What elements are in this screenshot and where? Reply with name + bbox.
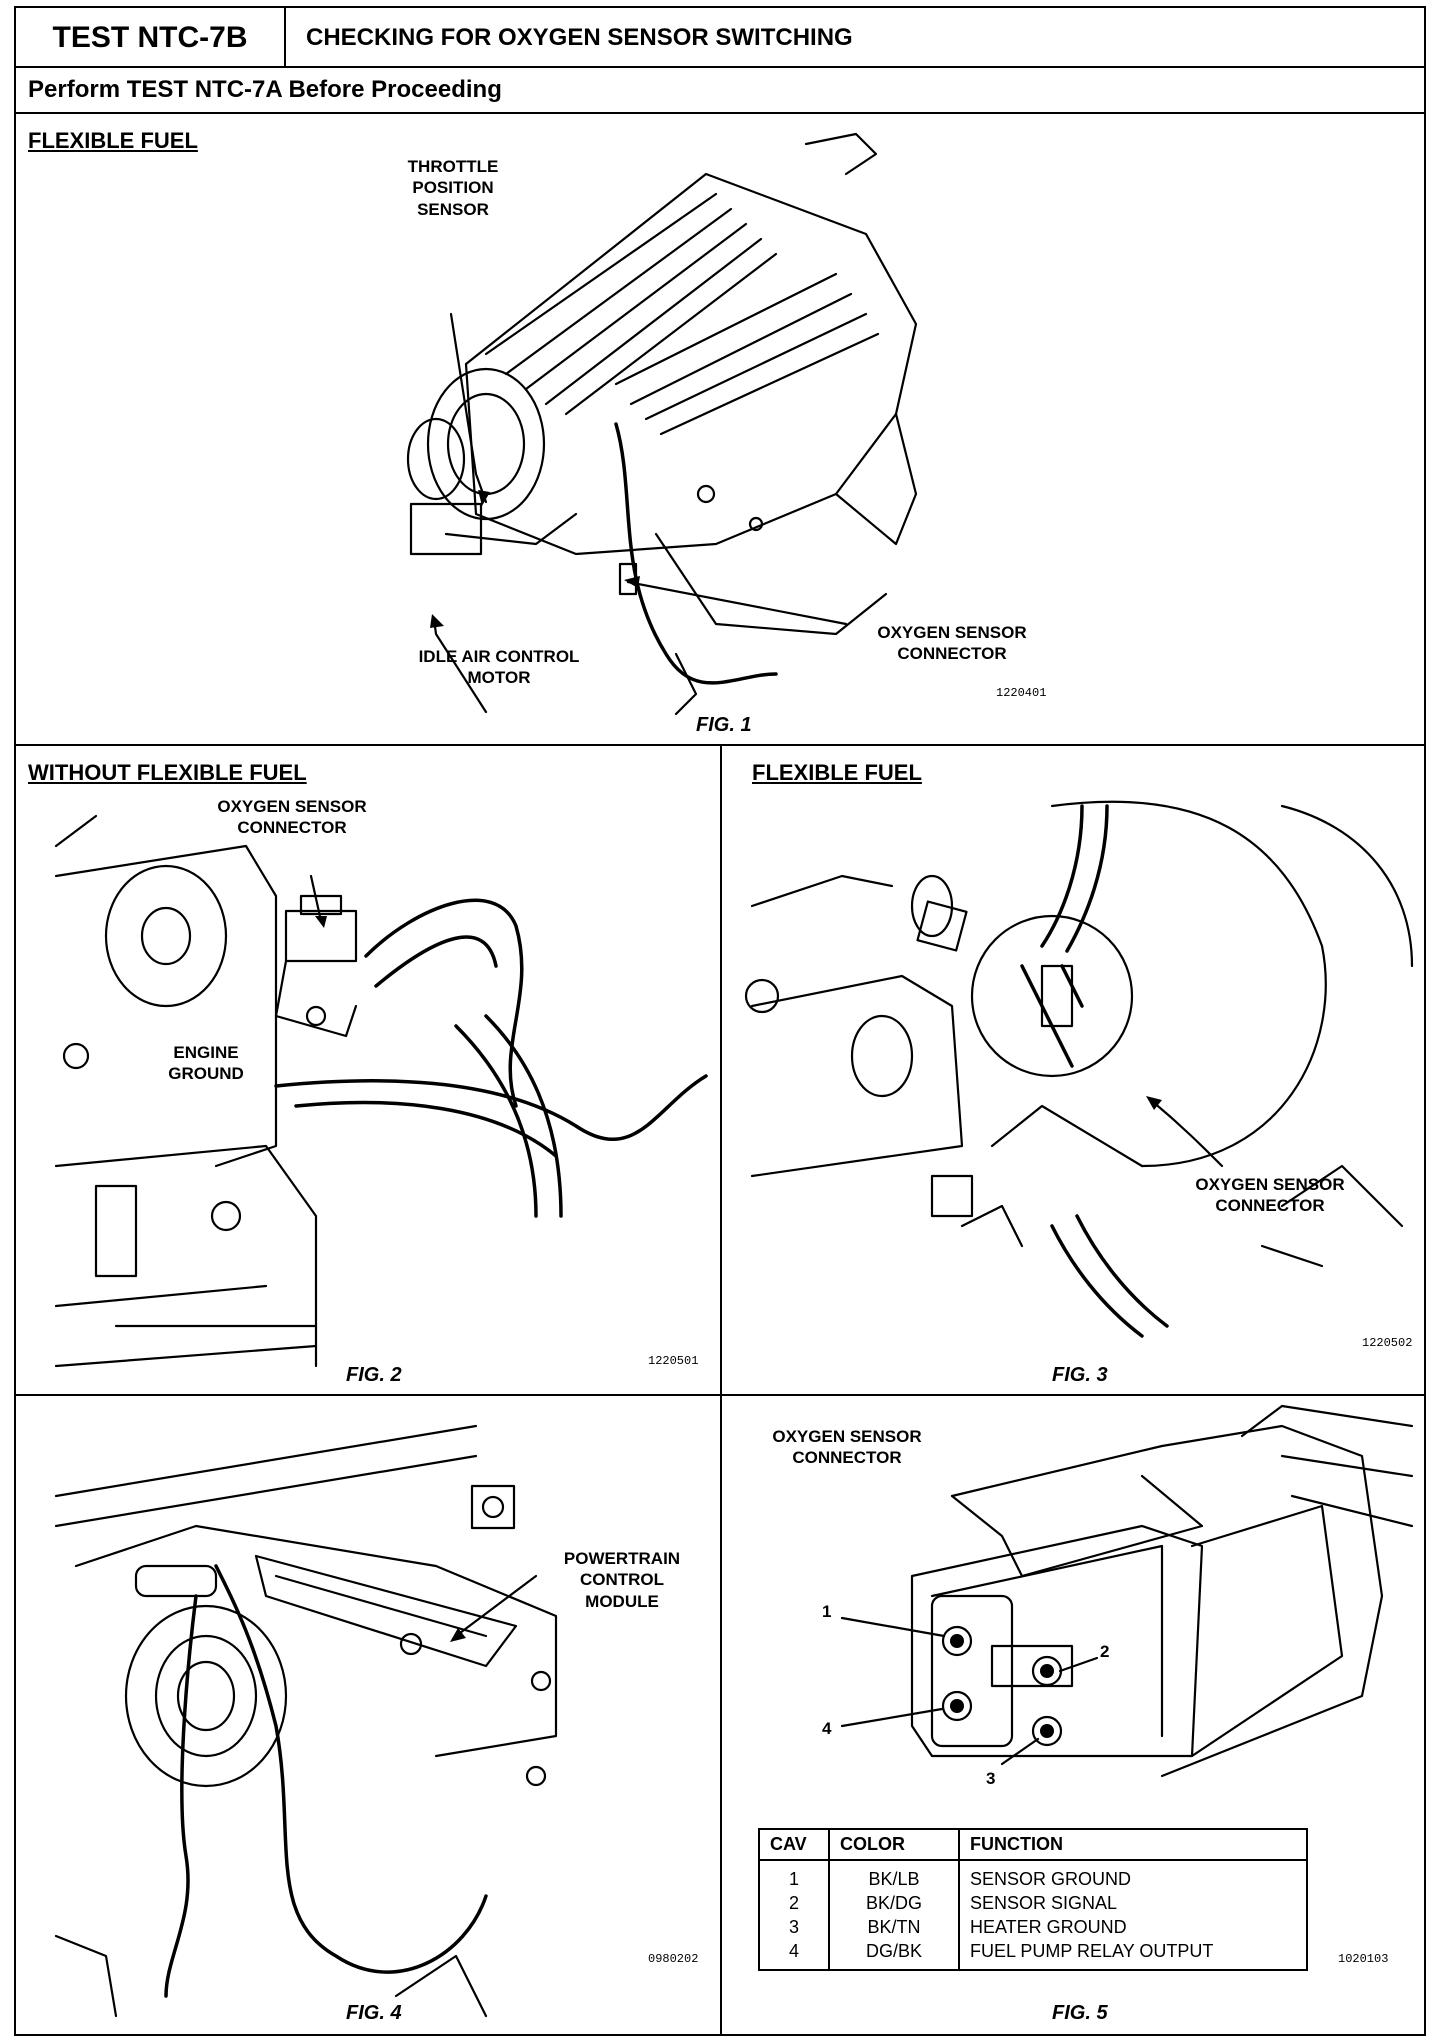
cavity-table-header: CAV COLOR FUNCTION [758,1828,1308,1861]
engine-ground-illustration [54,814,708,1368]
pcm-illustration [54,1424,558,2018]
function-cell: HEATER GROUND [958,1915,1308,1939]
cav-cell: 3 [758,1915,830,1939]
fig5-panel: OXYGEN SENSOR CONNECTOR 1 2 3 [722,1396,1424,2036]
fig2-panel: WITHOUT FLEXIBLE FUEL OXYGEN SENSOR C [16,746,722,1396]
function-cell: SENSOR GROUND [958,1860,1308,1891]
fig4-panel: POWERTRAIN CONTROL MODULE 0980202 FIG. 4 [16,1396,722,2036]
fig2-code: 1220501 [648,1354,699,1368]
cav-cell: 2 [758,1891,830,1915]
pin-3-label: 3 [986,1769,996,1788]
pcm-label: POWERTRAIN CONTROL MODULE [563,1549,681,1611]
table-row: 1 BK/LB SENSOR GROUND [758,1860,1308,1891]
fig5-code: 1020103 [1338,1952,1389,1966]
o2-connector-label-fig2: OXYGEN SENSOR CONNECTOR [217,797,367,838]
iac-label: IDLE AIR CONTROL MOTOR [418,647,580,688]
flex-fuel-connector-illustration [744,800,1414,1338]
pin-4-label: 4 [822,1719,832,1738]
cavity-table: CAV COLOR FUNCTION 1 BK/LB SENSOR GROUND… [758,1828,1308,1971]
cav-cell: 1 [758,1860,830,1891]
col-cav: CAV [758,1828,830,1861]
fig3-caption: FIG. 3 [1052,1364,1108,1386]
function-cell: SENSOR SIGNAL [958,1891,1308,1915]
engine-intake-illustration [406,132,918,716]
pin-1-label: 1 [822,1602,832,1621]
color-cell: BK/TN [828,1915,960,1939]
engine-ground-label: ENGINE GROUND [168,1043,244,1084]
fig3-code: 1220502 [1362,1336,1413,1350]
color-cell: BK/LB [828,1860,960,1891]
fig1-panel: FLEXIBLE FUEL [16,114,1424,746]
table-row: 4 DG/BK FUEL PUMP RELAY OUTPUT [758,1939,1308,1971]
test-id: TEST NTC-7B [16,8,286,68]
fig1-caption: FIG. 1 [696,714,752,736]
connector-illustration [840,1404,1414,1778]
function-cell: FUEL PUMP RELAY OUTPUT [958,1939,1308,1971]
fig2-caption: FIG. 2 [346,1364,402,1386]
test-title: CHECKING FOR OXYGEN SENSOR SWITCHING [306,24,853,51]
fig1-section-title: FLEXIBLE FUEL [28,128,198,153]
fig4-caption: FIG. 4 [346,2002,402,2024]
fig1-code: 1220401 [996,686,1047,700]
fig5-title: OXYGEN SENSOR CONNECTOR [772,1427,922,1468]
tps-label: THROTTLE POSITION SENSOR [407,157,499,219]
test-procedure-page: TEST NTC-7B CHECKING FOR OXYGEN SENSOR S… [14,6,1426,2036]
table-row: 3 BK/TN HEATER GROUND [758,1915,1308,1939]
table-row: 2 BK/DG SENSOR SIGNAL [758,1891,1308,1915]
o2-connector-label-fig3: OXYGEN SENSOR CONNECTOR [1195,1175,1345,1216]
fig3-panel: FLEXIBLE FUEL OXYGEN SENSOR CONNECTOR [722,746,1424,1396]
col-color: COLOR [828,1828,960,1861]
color-cell: BK/DG [828,1891,960,1915]
pin-2-label: 2 [1100,1642,1110,1661]
header-bar: TEST NTC-7B CHECKING FOR OXYGEN SENSOR S… [16,8,1424,68]
color-cell: DG/BK [828,1939,960,1971]
fig4-code: 0980202 [648,1952,699,1966]
prerequisite-note: Perform TEST NTC-7A Before Proceeding [16,68,1424,114]
fig5-caption: FIG. 5 [1052,2002,1108,2024]
fig2-section-title: WITHOUT FLEXIBLE FUEL [28,760,307,785]
cav-cell: 4 [758,1939,830,1971]
o2-connector-label-fig1: OXYGEN SENSOR CONNECTOR [877,623,1027,664]
col-function: FUNCTION [958,1828,1308,1861]
fig3-section-title: FLEXIBLE FUEL [752,760,922,785]
